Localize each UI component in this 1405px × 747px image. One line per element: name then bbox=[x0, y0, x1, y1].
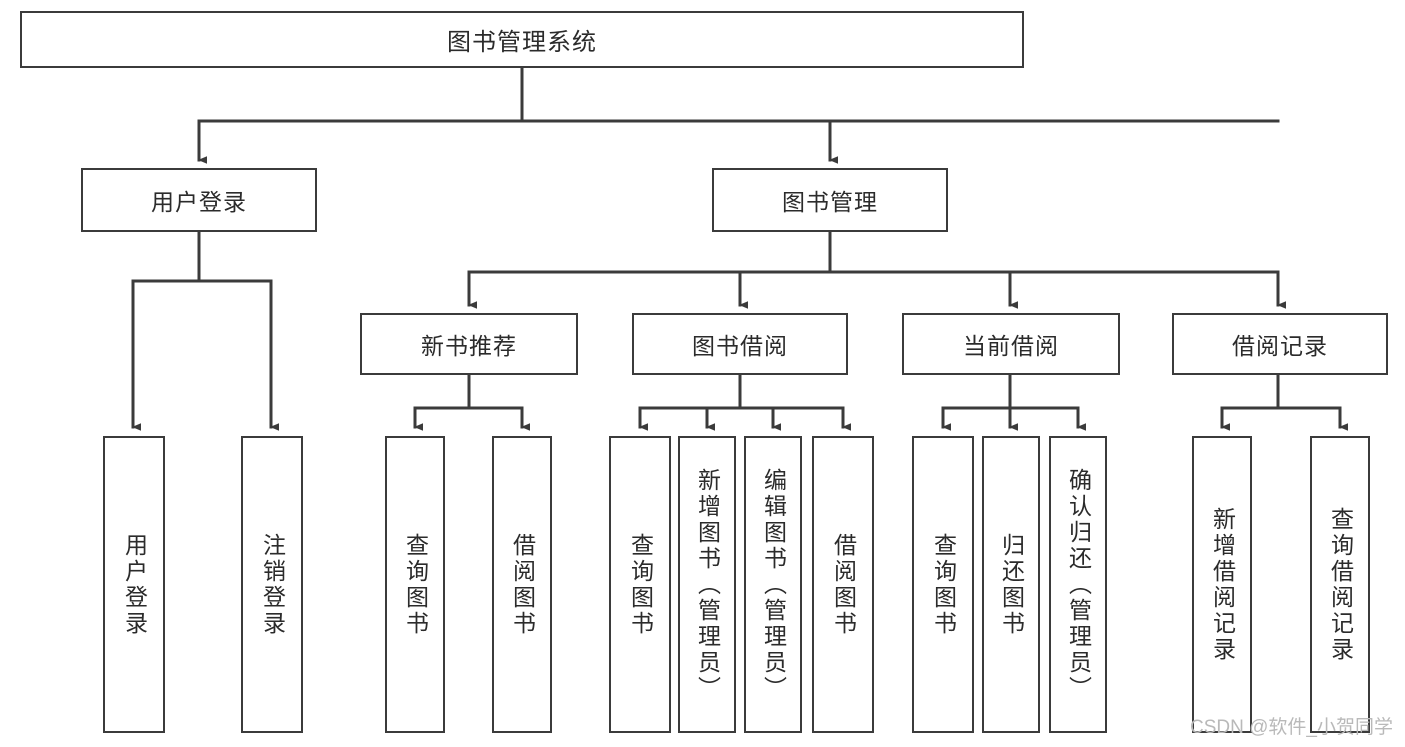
node-label: 借阅记录 bbox=[1232, 333, 1328, 359]
leaf-book-borrow-borrow[interactable]: 借阅图书 bbox=[812, 436, 874, 733]
node-label: 编辑图书（管理员） bbox=[760, 467, 787, 702]
node-label: 当前借阅 bbox=[963, 333, 1059, 359]
node-label: 借阅图书 bbox=[830, 532, 857, 637]
watermark-text: CSDN @软件_小贺同学 bbox=[1190, 717, 1393, 738]
leaf-borrow-record-add[interactable]: 新增借阅记录 bbox=[1192, 436, 1252, 733]
leaf-user-login-logout[interactable]: 注销登录 bbox=[241, 436, 303, 733]
node-label: 图书管理系统 bbox=[447, 29, 597, 56]
node-book-management[interactable]: 图书管理 bbox=[712, 168, 948, 232]
node-label: 图书借阅 bbox=[692, 333, 788, 359]
node-root-book-management-system[interactable]: 图书管理系统 bbox=[20, 11, 1024, 68]
node-label: 查询图书 bbox=[930, 532, 957, 637]
node-label: 查询图书 bbox=[402, 532, 429, 637]
leaf-book-borrow-edit[interactable]: 编辑图书（管理员） bbox=[744, 436, 802, 733]
node-label: 确认归还（管理员） bbox=[1065, 467, 1092, 702]
node-label: 新增借阅记录 bbox=[1209, 506, 1236, 663]
leaf-user-login-login[interactable]: 用户登录 bbox=[103, 436, 165, 733]
node-borrow-record[interactable]: 借阅记录 bbox=[1172, 313, 1388, 375]
node-label: 归还图书 bbox=[998, 532, 1025, 637]
node-label: 用户登录 bbox=[121, 532, 148, 637]
leaf-current-borrow-return[interactable]: 归还图书 bbox=[982, 436, 1040, 733]
node-new-book-recommend[interactable]: 新书推荐 bbox=[360, 313, 578, 375]
node-label: 注销登录 bbox=[259, 532, 286, 637]
leaf-book-borrow-query[interactable]: 查询图书 bbox=[609, 436, 671, 733]
leaf-book-borrow-add[interactable]: 新增图书（管理员） bbox=[678, 436, 736, 733]
leaf-current-borrow-query[interactable]: 查询图书 bbox=[912, 436, 974, 733]
leaf-current-borrow-confirm-return[interactable]: 确认归还（管理员） bbox=[1049, 436, 1107, 733]
node-current-borrow[interactable]: 当前借阅 bbox=[902, 313, 1120, 375]
leaf-new-book-borrow[interactable]: 借阅图书 bbox=[492, 436, 552, 733]
node-label: 图书管理 bbox=[782, 189, 878, 215]
node-book-borrow[interactable]: 图书借阅 bbox=[632, 313, 848, 375]
node-label: 用户登录 bbox=[151, 189, 247, 215]
node-label: 新书推荐 bbox=[421, 333, 517, 359]
leaf-new-book-query[interactable]: 查询图书 bbox=[385, 436, 445, 733]
node-label: 查询图书 bbox=[627, 532, 654, 637]
node-label: 借阅图书 bbox=[509, 532, 536, 637]
node-label: 新增图书（管理员） bbox=[694, 467, 721, 702]
leaf-borrow-record-query[interactable]: 查询借阅记录 bbox=[1310, 436, 1370, 733]
node-label: 查询借阅记录 bbox=[1327, 506, 1354, 663]
node-user-login[interactable]: 用户登录 bbox=[81, 168, 317, 232]
